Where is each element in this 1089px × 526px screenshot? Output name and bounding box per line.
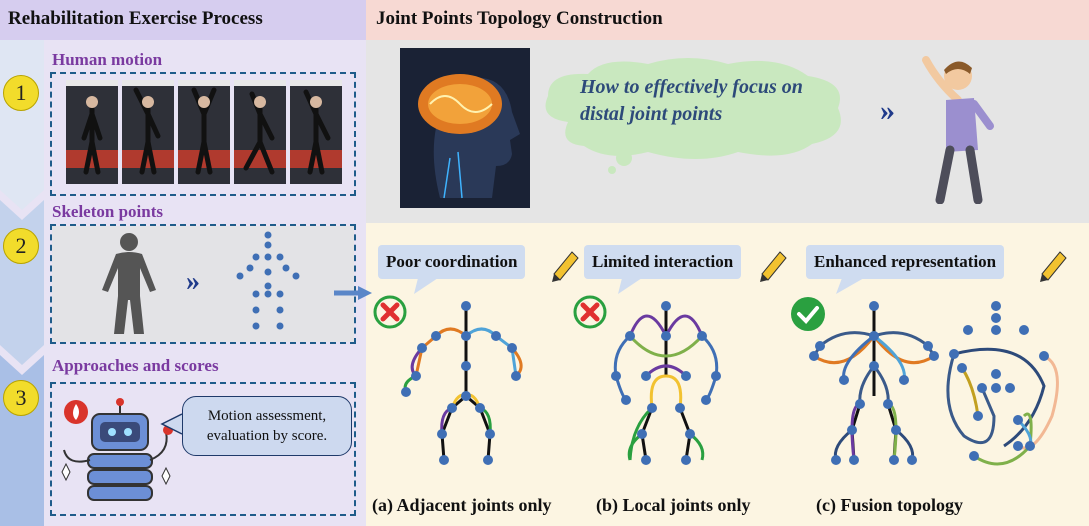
approaches-box: [50, 382, 356, 516]
robot-bubble-tail: [160, 413, 183, 435]
brain-head-illustration: [400, 48, 530, 208]
skeleton-arrow: »: [186, 266, 200, 297]
robot-speech-bubble: Motion assessment, evaluation by score.: [182, 396, 352, 456]
cloud-text-line-1: How to effectively focus on: [580, 76, 803, 98]
step-title-approaches: Approaches and scores: [52, 356, 219, 375]
skeleton-points-figure: [236, 231, 300, 330]
cloud-text-line-2: distal joint points: [580, 103, 723, 125]
step-chevron-strip: [0, 40, 44, 526]
robot-bubble-line-2: evaluation by score.: [206, 428, 328, 444]
tag-pointers-and-pencils: [414, 251, 1067, 294]
skeleton-b: [611, 301, 721, 465]
human-motion-box: [50, 72, 356, 196]
tag-limited-interaction: Limited interaction: [584, 245, 742, 279]
caption-b: (b) Local joints only: [596, 495, 751, 515]
tag-poor-coordination: Poor coordination: [378, 245, 526, 279]
left-header-title: Rehabilitation Exercise Process: [8, 8, 263, 29]
skeleton-c-left: [809, 301, 939, 465]
motion-photo-strip: [66, 80, 342, 184]
tag-enhanced-representation: Enhanced representation: [806, 245, 1005, 279]
step-title-skeleton-points: Skeleton points: [52, 202, 163, 221]
check-icon-c: [791, 297, 825, 331]
cloud-text: How to effectively focus on distal joint…: [580, 74, 803, 128]
skeleton-c-right: [946, 301, 1059, 466]
right-header-title: Joint Points Topology Construction: [376, 8, 663, 29]
cloud-arrow: »: [880, 94, 895, 127]
skeleton-points-panel: [52, 226, 354, 342]
human-silhouette: [102, 233, 156, 334]
robot-illustration: [61, 398, 173, 501]
transition-arrow: [334, 286, 372, 300]
step-number-2: 2: [3, 228, 39, 264]
step-title-human-motion: Human motion: [52, 50, 163, 69]
left-header-bar: [0, 0, 366, 40]
cross-icon-b: [573, 295, 607, 329]
stretching-person-illustration: [922, 56, 994, 204]
thought-cloud: [545, 58, 841, 174]
pencil-icon: [552, 251, 1067, 282]
cross-icon-a: [373, 295, 407, 329]
caption-a: (a) Adjacent joints only: [372, 495, 552, 515]
step-number-3: 3: [3, 380, 39, 416]
topology-skeletons: [401, 301, 1059, 466]
robot-bubble-line-1: Motion assessment,: [207, 408, 327, 424]
skeleton-points-box: [50, 224, 356, 344]
right-header-bar: [366, 0, 1089, 40]
step-number-1: 1: [3, 75, 39, 111]
skeleton-a: [401, 301, 523, 465]
caption-c: (c) Fusion topology: [816, 495, 964, 515]
